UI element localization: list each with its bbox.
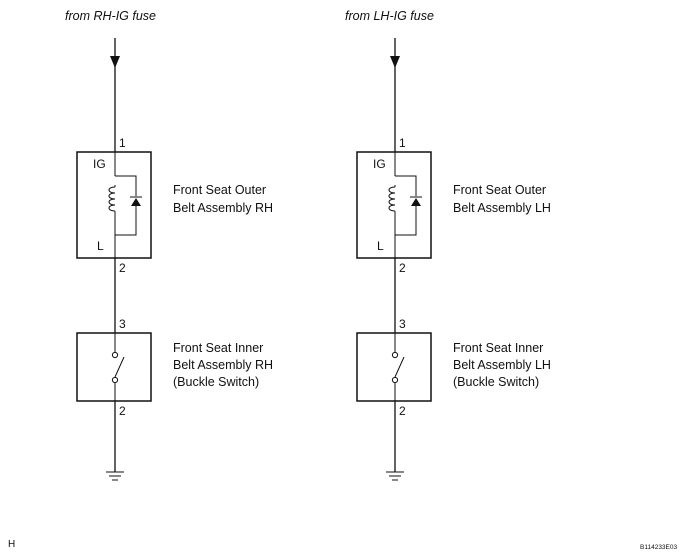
coil-diode-assembly (388, 152, 422, 258)
figure-id: B114233E03 (640, 544, 677, 551)
terminal-label: IG (373, 157, 386, 171)
corner-mark: H (8, 539, 15, 550)
inner-assembly-name: Belt Assembly LH (453, 358, 551, 372)
pin-label: 1 (119, 136, 126, 150)
pin-label: 2 (399, 404, 406, 418)
pin-label: 1 (399, 136, 406, 150)
source-label: from RH-IG fuse (65, 9, 156, 23)
diode-icon (131, 198, 141, 206)
inner-assembly-name: Front Seat Inner (173, 341, 263, 355)
arrow-down-icon (110, 56, 120, 68)
pin-label: 3 (119, 317, 126, 331)
outer-assembly-name: Front Seat Outer (173, 183, 266, 197)
pin-label: 2 (399, 261, 406, 275)
outer-belt-assembly-box (76, 151, 152, 259)
inner-assembly-name: (Buckle Switch) (453, 375, 539, 389)
coil-icon (388, 186, 396, 212)
outer-assembly-name: Front Seat Outer (453, 183, 546, 197)
buckle-switch-box (76, 332, 152, 402)
inner-assembly-name: Belt Assembly RH (173, 358, 273, 372)
terminal-label: IG (93, 157, 106, 171)
ground-icon (386, 471, 404, 481)
source-label: from LH-IG fuse (345, 9, 434, 23)
outer-assembly-name: Belt Assembly LH (453, 201, 551, 215)
ground-icon (106, 471, 124, 481)
switch-icon (391, 333, 405, 401)
arrow-down-icon (390, 56, 400, 68)
pin-label: 2 (119, 261, 126, 275)
terminal-label: L (97, 239, 104, 253)
circuit-lh: from LH-IG fuse 1 IG L Front Seat Outer … (345, 9, 551, 481)
outer-belt-assembly-box (356, 151, 432, 259)
inner-assembly-name: Front Seat Inner (453, 341, 543, 355)
diode-icon (411, 198, 421, 206)
switch-icon (111, 333, 125, 401)
coil-diode-assembly (108, 152, 142, 258)
outer-assembly-name: Belt Assembly RH (173, 201, 273, 215)
buckle-switch-box (356, 332, 432, 402)
pin-label: 2 (119, 404, 126, 418)
terminal-label: L (377, 239, 384, 253)
inner-assembly-name: (Buckle Switch) (173, 375, 259, 389)
circuit-rh: from RH-IG fuse 1 IG L Front Seat Outer … (65, 9, 273, 481)
pin-label: 3 (399, 317, 406, 331)
coil-icon (108, 186, 116, 212)
